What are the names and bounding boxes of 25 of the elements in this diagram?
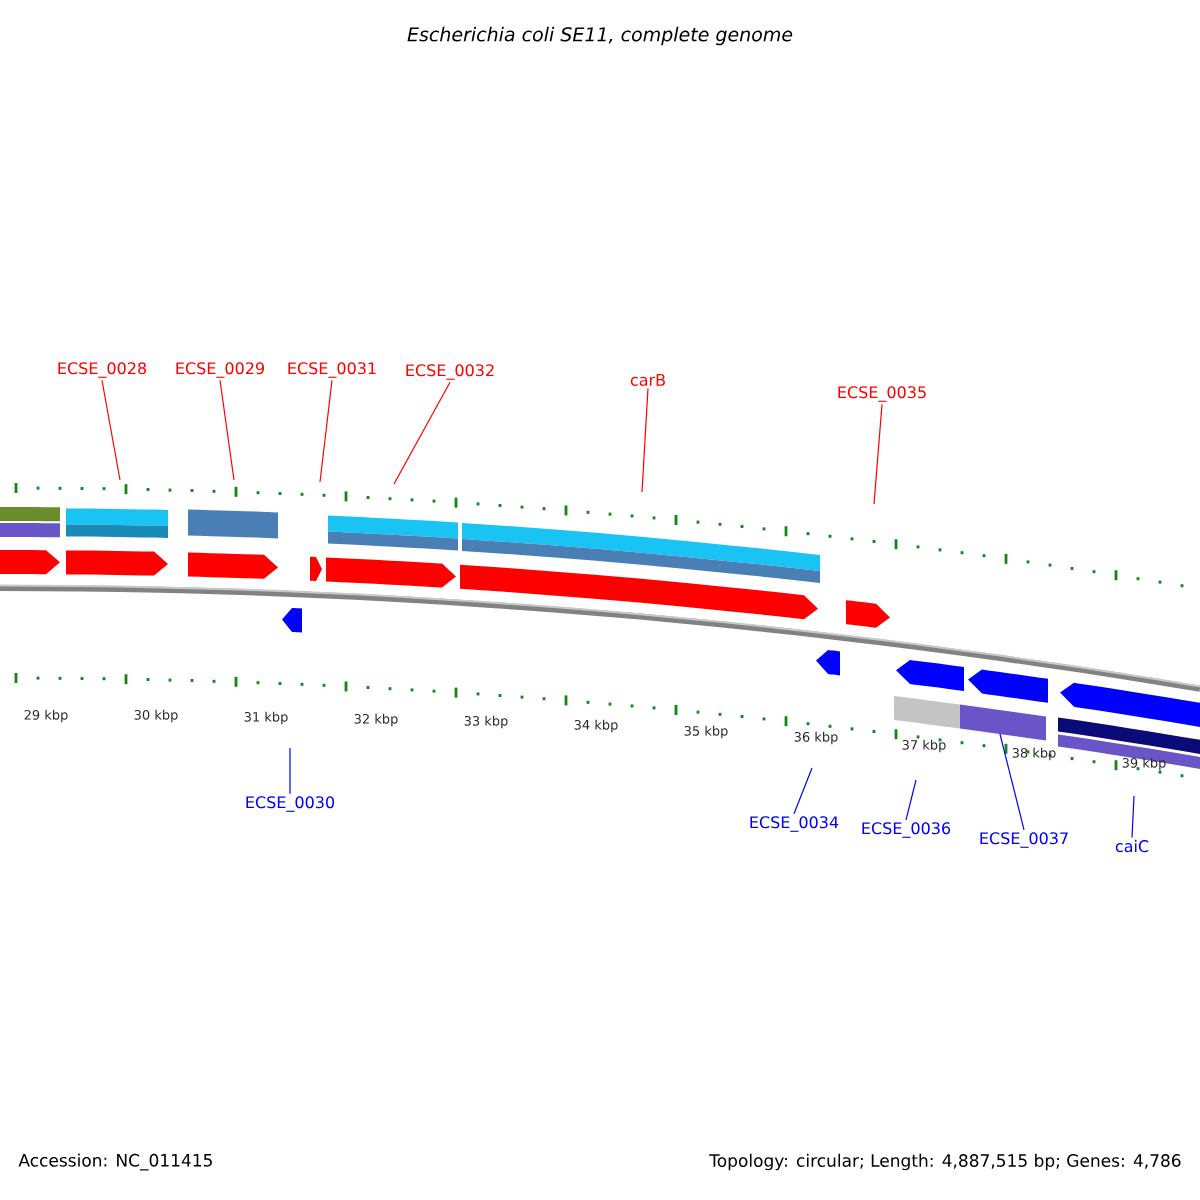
gene-label: ECSE_0032: [406, 364, 494, 380]
gene-label: ECSE_0030: [246, 796, 335, 812]
leader-line: [219, 379, 235, 481]
accession-text: Accession: NC_011415: [18, 1153, 212, 1171]
gene-label: ECSE_0031: [288, 362, 376, 378]
leader-line: [641, 387, 649, 493]
gene-label: ECSE_0029: [176, 362, 264, 378]
gene-label: ECSE_0036: [862, 822, 951, 838]
gene-label: caiC: [1115, 839, 1149, 853]
gene-label: carB: [630, 374, 665, 386]
gene-label: ECSE_0037: [980, 832, 1068, 848]
leader-line: [289, 747, 291, 795]
leader-line: [793, 767, 813, 815]
title: Escherichia coli SE11, complete genome: [407, 26, 793, 46]
leader-line: [999, 733, 1025, 831]
leader-line: [101, 379, 121, 481]
leader-line: [393, 381, 451, 485]
leader-line: [873, 403, 883, 505]
leader-line: [905, 779, 917, 821]
gene-label: ECSE_0028: [58, 362, 147, 378]
genome-info-text: Topology: circular; Length: 4,887,515 bp; Genes: 4,786: [709, 1153, 1181, 1171]
gene-label: ECSE_0034: [750, 816, 839, 832]
leader-line: [319, 379, 333, 483]
leader-line: [1131, 795, 1135, 838]
gene-label: ECSE_0035: [838, 386, 926, 402]
